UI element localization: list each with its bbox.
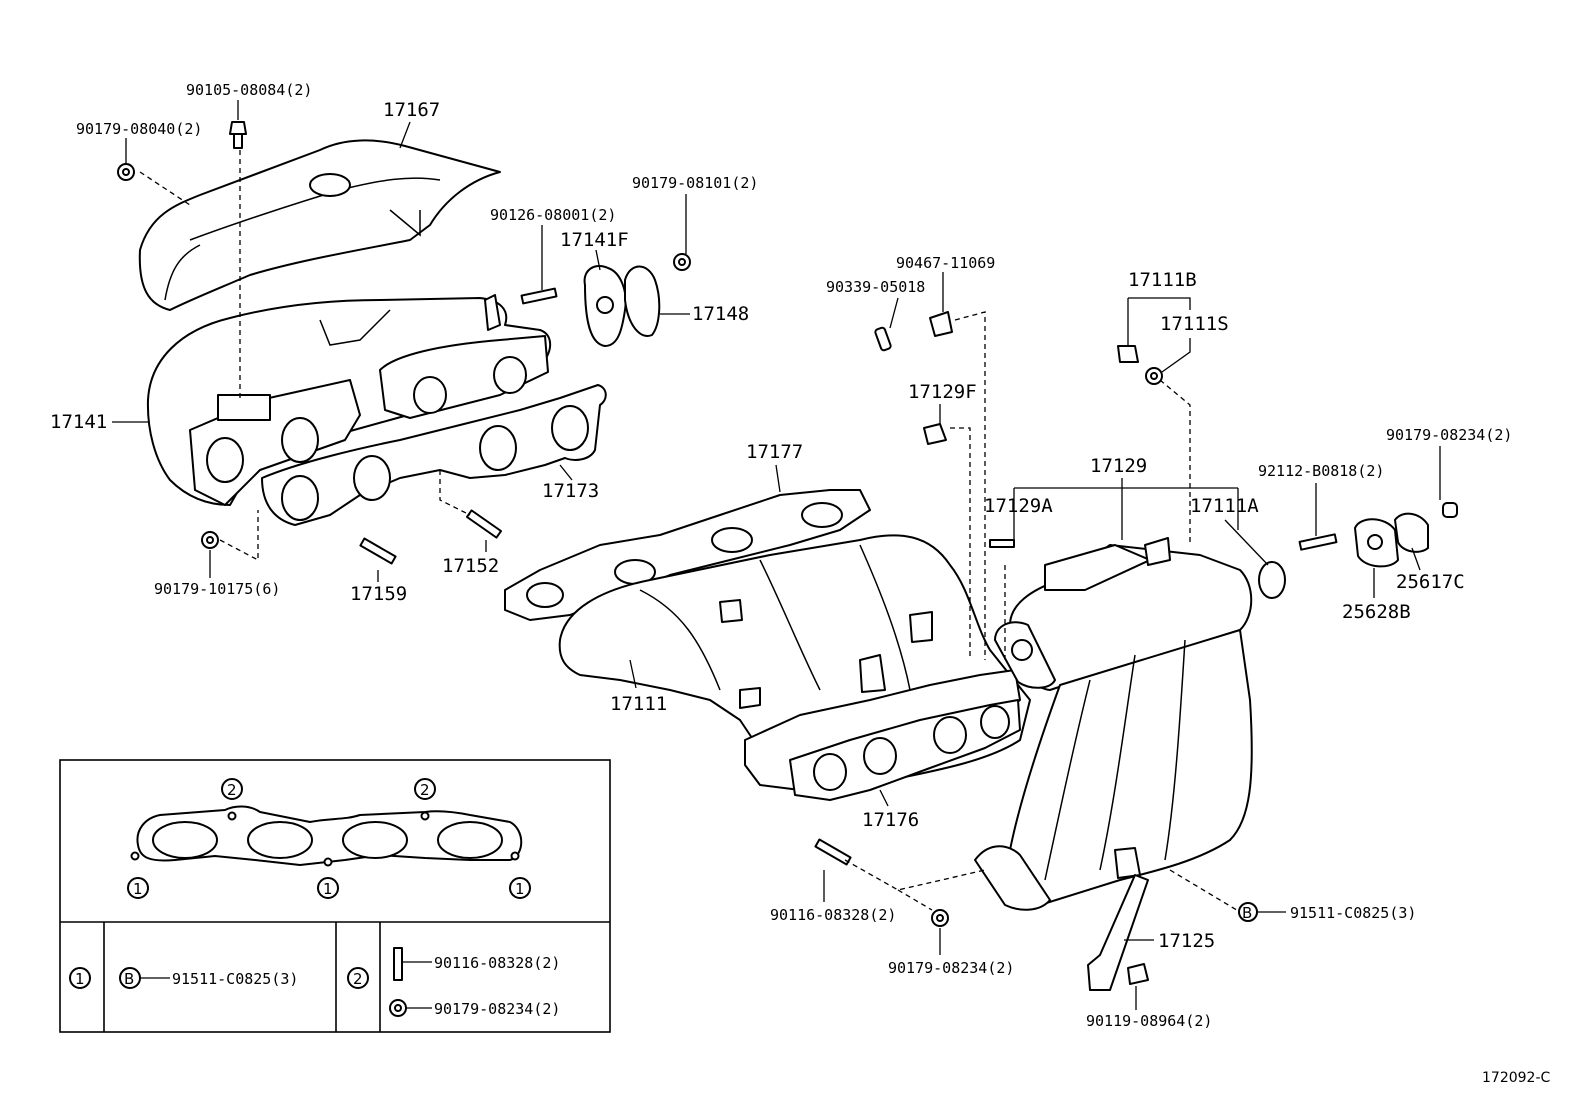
leader-lines [112,100,1441,1010]
assembly-dashed-lines [139,150,1241,913]
gasket-17173 [261,384,607,526]
legend-callout-2a [221,778,243,800]
legend-callout-1a-text: 1 [133,880,143,898]
label-17176: 17176 [862,809,919,831]
heat-insulator-17167 [138,139,501,311]
label-90339-05018: 90339-05018 [826,278,925,296]
surge-tank-17129 [974,537,1286,911]
label-90179-08101: 90179-08101(2) [632,174,758,192]
legend-callout-1b [317,877,339,899]
label-92112-b0818: 92112-B0818(2) [1258,462,1384,480]
label-90126-08001: 90126-08001(2) [490,206,616,224]
page-code: 172092-C [1482,1070,1550,1086]
legend-callout-2b [414,778,436,800]
label-90116-08328: 90116-08328(2) [770,906,896,924]
legend-row2-key [347,967,369,989]
label-90179-08234-right: 90179-08234(2) [1386,426,1512,444]
legend-callout-1a [127,877,149,899]
legend-box: 2 2 1 1 1 1 B 91511-C0825(3) 2 90116-083… [59,759,611,1033]
bracket-17125 [1087,874,1149,991]
ref-letter-b: B [1242,904,1252,922]
label-17177: 17177 [746,441,803,463]
label-17141: 17141 [50,411,107,433]
legend-callout-2b-text: 2 [420,781,430,799]
label-17173: 17173 [542,480,599,502]
plate-17148 [624,265,661,337]
label-17152: 17152 [442,555,499,577]
legend-callout-1c-text: 1 [515,880,525,898]
legend-row1-part: 91511-C0825(3) [172,970,298,988]
label-90119-08964: 90119-08964(2) [1086,1012,1212,1030]
label-17111a: 17111A [1190,495,1259,517]
legend-row2-nut: 90179-08234(2) [434,1000,560,1018]
label-17129f: 17129F [908,381,977,403]
label-90467-11069: 90467-11069 [896,254,995,272]
legend-row1-key-text: 1 [75,970,85,988]
legend-row1-key [69,967,91,989]
label-17141f: 17141F [560,229,629,251]
legend-row2-stud: 90116-08328(2) [434,954,560,972]
label-90179-08234-bottom: 90179-08234(2) [888,959,1014,977]
label-17148: 17148 [692,303,749,325]
label-91511-c0825: 91511-C0825(3) [1290,904,1416,922]
legend-stud-icon [393,947,403,981]
label-17111s: 17111S [1160,313,1229,335]
label-17111: 17111 [610,693,667,715]
label-17159: 17159 [350,583,407,605]
exhaust-manifold-17141 [146,294,552,506]
legend-row1-b-text: B [124,970,134,988]
legend-callout-1b-text: 1 [323,880,333,898]
gasket-17141f [583,265,627,347]
label-17111b: 17111B [1128,269,1197,291]
label-17125: 17125 [1158,930,1215,952]
label-25617c: 25617C [1396,571,1465,593]
part-labels: 90105-08084(2) 90179-08040(2) 17167 9017… [50,81,1512,1030]
ref-circle-b [1238,902,1258,922]
label-17129: 17129 [1090,455,1147,477]
label-17129a: 17129A [984,495,1053,517]
legend-callout-1c [509,877,531,899]
label-90179-10175: 90179-10175(6) [154,580,280,598]
label-17167: 17167 [383,99,440,121]
legend-row2-key-text: 2 [353,970,363,988]
legend-callout-2a-text: 2 [227,781,237,799]
label-90179-08040: 90179-08040(2) [76,120,202,138]
legend-gasket-illustration [130,805,523,867]
gasket-17176 [744,669,1021,801]
label-25628b: 25628B [1342,601,1411,623]
label-90105-08084: 90105-08084(2) [186,81,312,99]
